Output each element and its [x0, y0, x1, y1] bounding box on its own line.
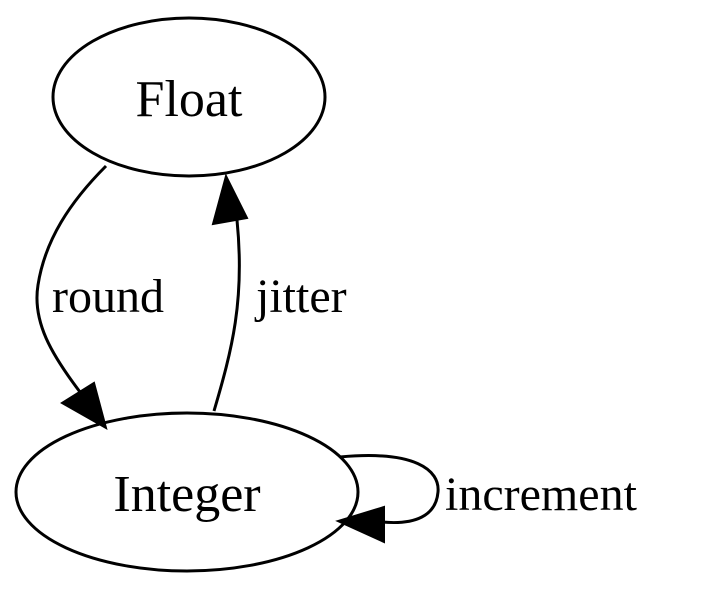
- node-integer-shape: [14, 411, 360, 573]
- edge-round-line: [35, 164, 108, 393]
- node-integer-label: Integer: [113, 466, 260, 523]
- edge-increment-arrowhead: [335, 505, 385, 544]
- edge-jitter-line: [212, 219, 241, 412]
- edge-jitter-arrowhead: [211, 173, 249, 226]
- edge-increment: increment: [335, 454, 638, 544]
- edge-jitter-label: jitter: [254, 270, 347, 323]
- edge-round-arrowhead: [60, 381, 108, 431]
- edge-jitter: jitter: [211, 173, 347, 412]
- node-float-label: Float: [136, 71, 243, 128]
- node-float: Float: [51, 16, 327, 178]
- edge-increment-line: [339, 454, 440, 525]
- edge-round-label: round: [52, 270, 164, 323]
- edge-increment-label: increment: [445, 468, 638, 521]
- node-float-shape: [51, 16, 327, 178]
- edge-round: round: [35, 164, 164, 431]
- node-integer: Integer: [14, 411, 360, 573]
